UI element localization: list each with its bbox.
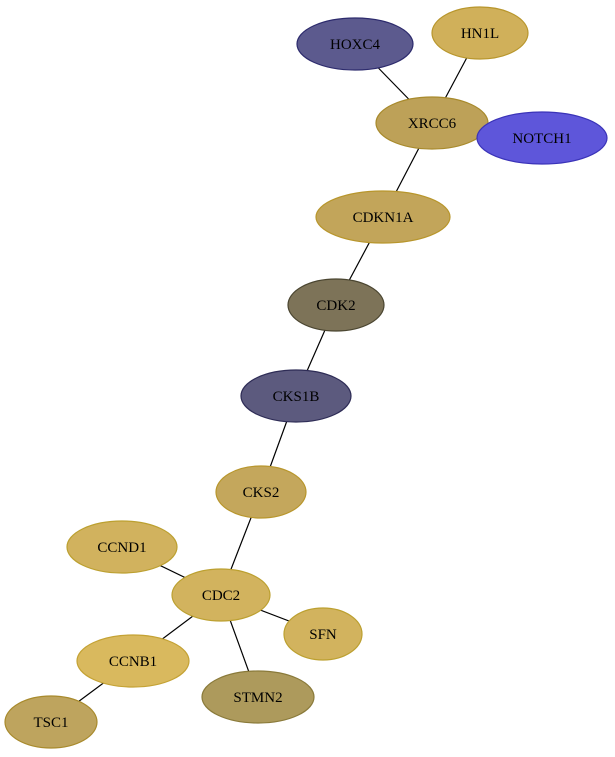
node-shape-cdc2 [171,568,271,622]
node-label-cks1b: CKS1B [273,389,320,405]
node-label-xrcc6: XRCC6 [408,116,457,132]
node-hn1l[interactable]: HN1L [431,6,529,60]
node-label-cdkn1a: CDKN1A [353,210,414,226]
node-shape-hn1l [431,6,529,60]
node-label-tsc1: TSC1 [33,715,68,731]
node-shape-ccnd1 [66,520,178,574]
node-xrcc6[interactable]: XRCC6 [375,96,489,150]
node-shape-cks2 [215,465,307,519]
node-label-hn1l: HN1L [461,26,499,42]
node-tsc1[interactable]: TSC1 [4,695,98,749]
node-label-ccnd1: CCND1 [97,540,146,556]
node-cdc2[interactable]: CDC2 [171,568,271,622]
node-shape-cks1b [240,369,352,423]
node-shape-hoxc4 [296,17,414,71]
node-label-ccnb1: CCNB1 [109,654,157,670]
node-sfn[interactable]: SFN [283,607,363,661]
node-shape-notch1 [476,111,608,165]
node-hoxc4[interactable]: HOXC4 [296,17,414,71]
node-notch1[interactable]: NOTCH1 [476,111,608,165]
node-shape-stmn2 [201,670,315,724]
node-label-stmn2: STMN2 [233,690,282,706]
node-shape-cdkn1a [315,190,451,244]
node-shape-cdk2 [287,278,385,332]
node-shape-tsc1 [4,695,98,749]
node-cks2[interactable]: CKS2 [215,465,307,519]
node-stmn2[interactable]: STMN2 [201,670,315,724]
node-ccnd1[interactable]: CCND1 [66,520,178,574]
node-label-sfn: SFN [309,627,337,643]
node-label-hoxc4: HOXC4 [330,37,381,53]
node-ccnb1[interactable]: CCNB1 [76,634,190,688]
node-label-cks2: CKS2 [243,485,280,501]
node-cdk2[interactable]: CDK2 [287,278,385,332]
node-shape-sfn [283,607,363,661]
node-label-cdk2: CDK2 [316,298,355,314]
node-label-notch1: NOTCH1 [512,131,571,147]
node-cks1b[interactable]: CKS1B [240,369,352,423]
node-label-cdc2: CDC2 [202,588,240,604]
node-shape-ccnb1 [76,634,190,688]
node-cdkn1a[interactable]: CDKN1A [315,190,451,244]
